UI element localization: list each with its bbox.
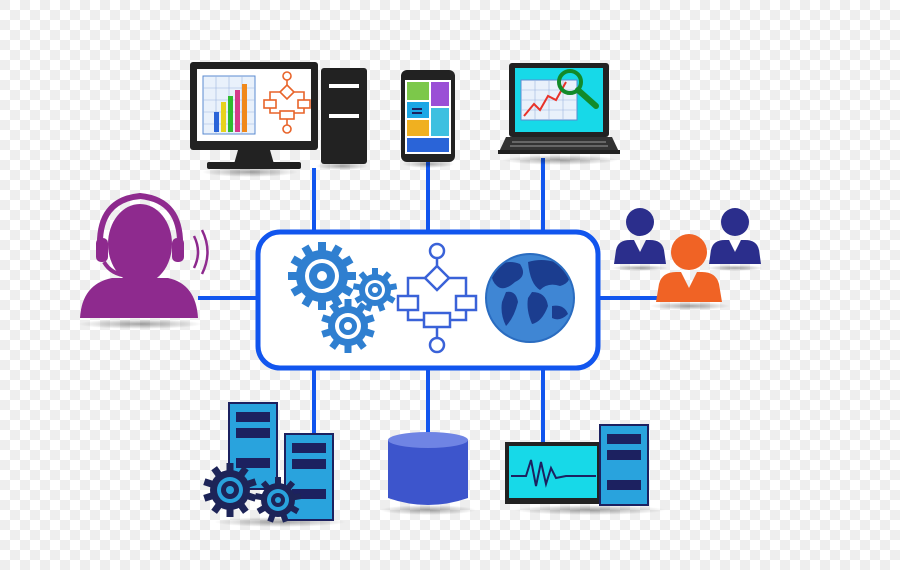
smartphone-icon	[401, 70, 455, 162]
database-icon	[388, 432, 468, 505]
globe-icon	[485, 253, 575, 343]
headset-agent-icon	[80, 192, 209, 318]
connectors	[198, 158, 660, 444]
desktop-computer-icon	[190, 62, 367, 169]
monitoring-server	[505, 424, 666, 515]
gears-icon	[288, 242, 398, 353]
smartphone	[401, 70, 455, 168]
laptop	[498, 63, 620, 165]
magnifier-icon	[557, 69, 599, 109]
support-agent	[78, 192, 209, 329]
laptop-icon	[498, 63, 620, 154]
people-group-icon	[614, 208, 761, 302]
flowchart-icon	[396, 242, 478, 354]
server-with-gears	[203, 402, 346, 527]
central-hub	[255, 229, 601, 371]
monitor-server-icon	[505, 424, 649, 506]
database	[380, 432, 476, 515]
user-group	[612, 208, 763, 310]
desktop-computer	[190, 62, 368, 177]
line-chart-icon	[520, 79, 578, 121]
flowchart-icon	[263, 71, 311, 134]
server-gears-icon	[203, 402, 334, 523]
bar-chart-icon	[202, 75, 256, 135]
